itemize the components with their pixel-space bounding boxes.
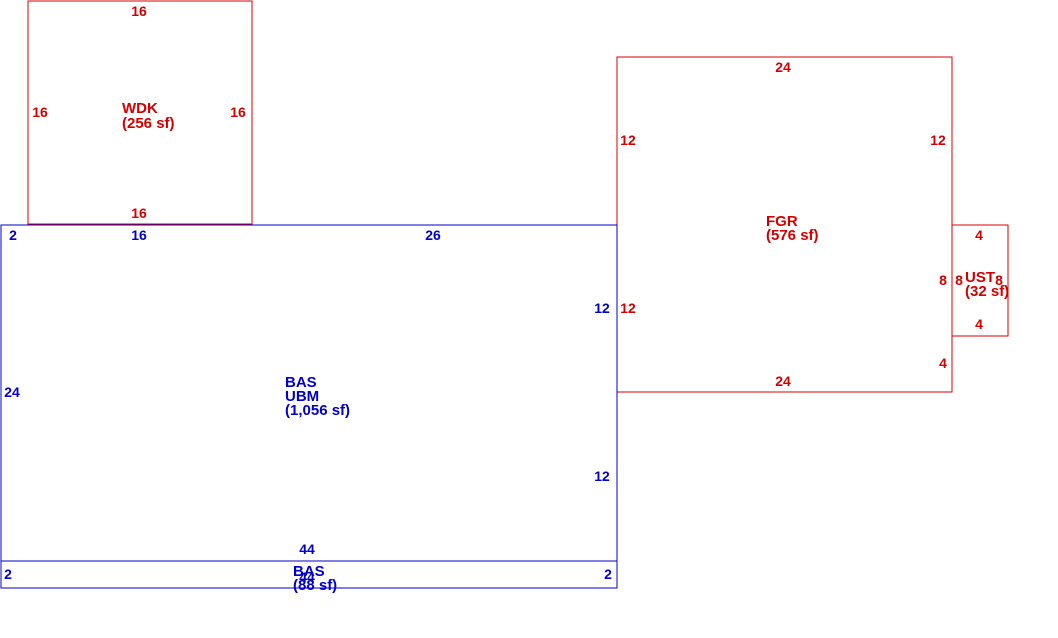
bas2-dim-right: 2 — [604, 566, 612, 582]
bas-code2: UBM — [285, 388, 319, 405]
bas-dim-top-left: 2 — [9, 227, 17, 243]
wdk-dim-right: 16 — [230, 104, 246, 120]
fgr-area-sf: (576 sf) — [766, 227, 819, 244]
wdk-code: WDK — [122, 100, 158, 117]
bas2-code: BAS — [293, 563, 325, 580]
bas-area-sf: (1,056 sf) — [285, 402, 350, 419]
bas2-outline — [0, 560, 618, 589]
wdk-outline — [27, 0, 253, 225]
fgr-dim-right-lower: 4 — [939, 355, 947, 371]
bas2-area-sf: (88 sf) — [293, 577, 337, 594]
ust-outline — [951, 224, 1009, 337]
bas-dim-top-b: 26 — [425, 227, 441, 243]
fgr-area: 24 12 12 12 8 4 24 FGR (576 sf) — [616, 56, 953, 393]
ust-dim-left: 8 — [955, 272, 963, 288]
wdk-area-sf: (256 sf) — [122, 115, 175, 132]
fgr-dim-bottom: 24 — [775, 373, 791, 389]
fgr-dim-top: 24 — [775, 59, 791, 75]
fgr-dim-left-lower: 12 — [620, 300, 636, 316]
ust-area: 4 8 8 4 UST (32 sf) — [951, 224, 1009, 337]
fgr-dim-right-upper: 12 — [930, 132, 946, 148]
wdk-dim-left: 16 — [32, 104, 48, 120]
bas2-area: 2 2 BAS 44 (88 sf) — [0, 560, 618, 594]
ust-area-sf: (32 sf) — [965, 283, 1009, 300]
bas-dim-left: 24 — [4, 384, 20, 400]
ust-dim-top: 4 — [975, 227, 983, 243]
fgr-dim-right-mid: 8 — [939, 272, 947, 288]
bas-dim-bottom: 44 — [299, 541, 315, 557]
ust-code: UST — [965, 269, 995, 286]
wdk-dim-bottom: 16 — [131, 205, 147, 221]
wdk-dim-top: 16 — [131, 3, 147, 19]
bas-dim-right-lower: 12 — [594, 468, 610, 484]
bas2-dim-left: 2 — [4, 566, 12, 582]
fgr-code: FGR — [766, 213, 798, 230]
ust-dim-bottom: 4 — [975, 316, 983, 332]
bas2-dim-overlap: 44 — [299, 569, 315, 585]
ust-dim-right: 8 — [995, 272, 1003, 288]
fgr-dim-left-upper: 12 — [620, 132, 636, 148]
wdk-area: 16 16 16 16 WDK (256 sf) — [27, 0, 253, 225]
bas-area: 2 16 26 24 12 12 44 BAS UBM (1,056 sf) — [0, 224, 618, 562]
bas-code: BAS — [285, 374, 317, 391]
bas-dim-right-upper: 12 — [594, 300, 610, 316]
bas-dim-top-a: 16 — [131, 227, 147, 243]
